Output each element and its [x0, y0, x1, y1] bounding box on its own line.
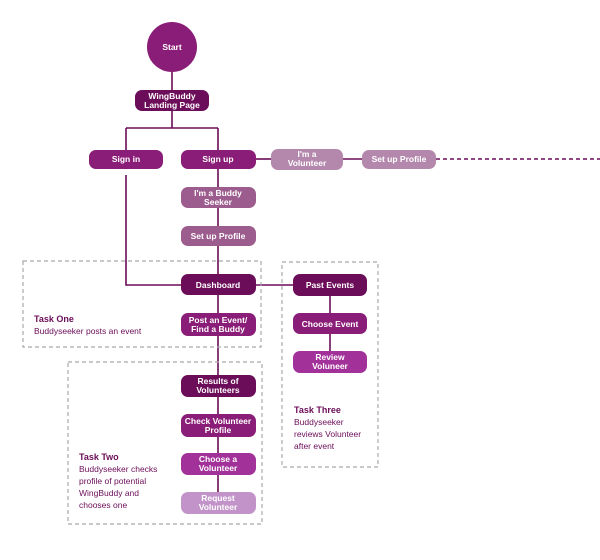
connector-signin-dashboard: [125, 175, 181, 286]
choose-event-label: Choose Event: [302, 319, 359, 329]
post-event-box: [181, 313, 256, 336]
start-circle: [147, 22, 197, 72]
im-buddy-seeker-label-line1: I'm a Buddy: [194, 188, 242, 198]
landing-page-box: [135, 90, 209, 111]
review-volunteer-box: [293, 351, 367, 373]
post-event-node: Post an Event/ Find a Buddy: [181, 313, 256, 336]
sign-in-label: Sign in: [112, 154, 140, 164]
task-three-desc-line2: reviews Volunteer: [294, 429, 361, 439]
check-profile-label-line2: Profile: [205, 425, 232, 435]
sign-up-node: Sign up: [181, 150, 256, 169]
results-node: Results of Volunteers: [181, 375, 256, 397]
request-volunteer-node: Request Volunteer: [181, 492, 256, 514]
connector-lines: [125, 72, 600, 492]
results-label-line1: Results of: [197, 376, 238, 386]
task-three-title: Task Three: [294, 405, 341, 415]
im-buddy-seeker-label-line2: Seeker: [204, 197, 233, 207]
review-volunteer-node: Review Voluneer: [293, 351, 367, 373]
post-event-label-line1: Post an Event/: [189, 315, 248, 325]
setup-profile-seeker-label: Set up Profile: [191, 231, 246, 241]
start-node: Start: [147, 22, 197, 72]
task-three-frame: [281, 261, 379, 468]
setup-profile-volunteer-node: Set up Profile: [362, 150, 436, 169]
task-two-desc-line2: profile of potential: [79, 476, 146, 486]
setup-profile-volunteer-label: Set up Profile: [372, 154, 427, 164]
check-profile-box: [181, 414, 256, 437]
im-volunteer-box: [271, 149, 343, 170]
landing-page-label-line1: WingBuddy: [148, 91, 195, 101]
task-three-desc-line3: after event: [294, 441, 335, 451]
task-three-text: Task Three Buddyseeker reviews Volunteer…: [294, 405, 361, 451]
im-volunteer-node: I'm a Volunteer: [271, 149, 343, 170]
start-label: Start: [162, 42, 182, 52]
choose-volunteer-node: Choose a Volunteer: [181, 453, 256, 475]
review-volunteer-label-line1: Review: [315, 352, 345, 362]
past-events-label: Past Events: [306, 280, 354, 290]
setup-profile-seeker-node: Set up Profile: [181, 226, 256, 246]
task-two-title: Task Two: [79, 452, 119, 462]
request-volunteer-label-line1: Request: [201, 493, 235, 503]
landing-page-node: WingBuddy Landing Page: [135, 90, 209, 111]
dashboard-box: [181, 274, 256, 295]
task-two-frame: [67, 361, 263, 525]
task-three-desc-line1: Buddyseeker: [294, 417, 344, 427]
task-one-title: Task One: [34, 314, 74, 324]
request-volunteer-box: [181, 492, 256, 514]
past-events-node: Past Events: [293, 274, 367, 296]
choose-volunteer-label-line2: Volunteer: [199, 463, 238, 473]
task-two-desc-line1: Buddyseeker checks: [79, 464, 157, 474]
landing-page-label-line2: Landing Page: [144, 100, 200, 110]
sign-up-box: [181, 150, 256, 169]
task-two-text: Task Two Buddyseeker checks profile of p…: [79, 452, 157, 510]
task-two-desc-line3: WingBuddy and: [79, 488, 139, 498]
task-two-desc-line4: chooses one: [79, 500, 127, 510]
task-one-desc-line1: Buddyseeker posts an event: [34, 326, 142, 336]
task-frames: [22, 260, 379, 525]
review-volunteer-label-line2: Voluneer: [312, 361, 348, 371]
request-volunteer-label-line2: Volunteer: [199, 502, 238, 512]
setup-profile-volunteer-box: [362, 150, 436, 169]
check-profile-label-line1: Check Volunteer: [185, 416, 252, 426]
choose-event-box: [293, 313, 367, 334]
check-profile-node: Check Volunteer Profile: [181, 414, 256, 437]
im-buddy-seeker-node: I'm a Buddy Seeker: [181, 187, 256, 208]
choose-volunteer-label-line1: Choose a: [199, 454, 238, 464]
setup-profile-seeker-box: [181, 226, 256, 246]
sign-up-label: Sign up: [202, 154, 233, 164]
task-one-frame: [22, 260, 262, 348]
im-volunteer-label-line2: Volunteer: [288, 158, 327, 168]
results-label-line2: Volunteers: [196, 385, 240, 395]
task-one-text: Task One Buddyseeker posts an event: [34, 314, 142, 336]
choose-event-node: Choose Event: [293, 313, 367, 334]
past-events-box: [293, 274, 367, 296]
im-volunteer-label-line1: I'm a: [297, 149, 316, 159]
dashboard-label: Dashboard: [196, 280, 240, 290]
post-event-label-line2: Find a Buddy: [191, 324, 245, 334]
choose-volunteer-box: [181, 453, 256, 475]
dashboard-node: Dashboard: [181, 274, 256, 295]
sign-in-node: Sign in: [89, 150, 163, 169]
results-box: [181, 375, 256, 397]
im-buddy-seeker-box: [181, 187, 256, 208]
sign-in-box: [89, 150, 163, 169]
